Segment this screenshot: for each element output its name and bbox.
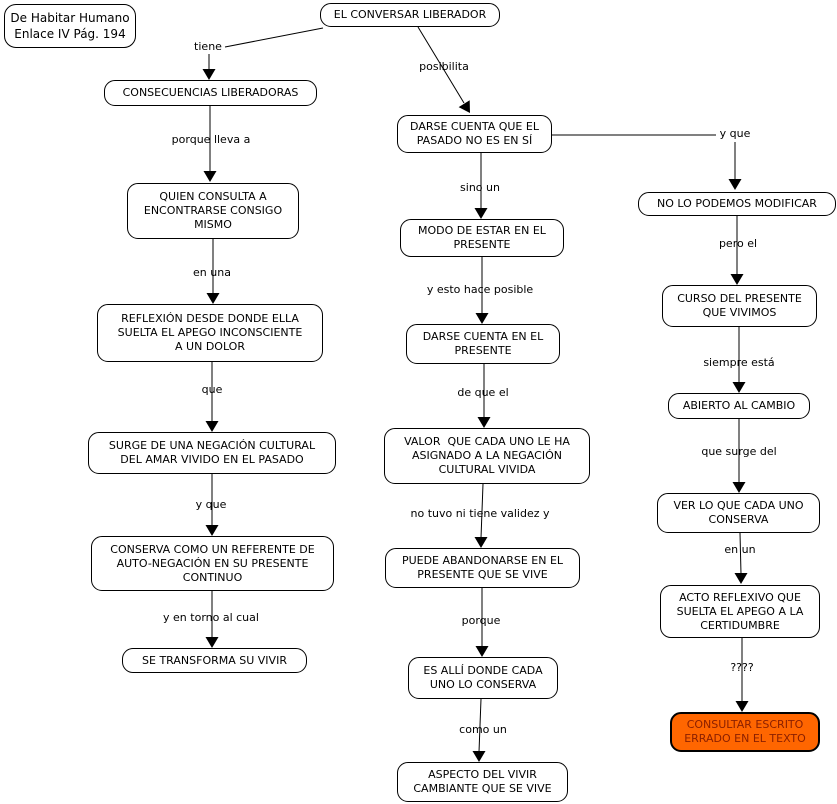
- node-curso-del-presente[interactable]: CURSO DEL PRESENTE QUE VIVIMOS: [662, 285, 817, 327]
- node-puede-abandonarse[interactable]: PUEDE ABANDONARSE EN EL PRESENTE QUE SE …: [385, 548, 580, 588]
- node-darse-cuenta-presente[interactable]: DARSE CUENTA EN EL PRESENTE: [406, 324, 560, 364]
- arrowhead-icon: [205, 637, 219, 648]
- link-label-en-un[interactable]: en un: [724, 543, 756, 556]
- node-modo-de-estar[interactable]: MODO DE ESTAR EN EL PRESENTE: [400, 219, 564, 257]
- link-label-porque-lleva-a[interactable]: porque lleva a: [171, 133, 251, 146]
- connector-line: [739, 532, 742, 575]
- arrowhead-icon: [732, 482, 746, 493]
- link-label-tiene[interactable]: tiene: [194, 40, 222, 53]
- node-no-lo-podemos-modificar[interactable]: NO LO PODEMOS MODIFICAR: [638, 192, 836, 216]
- arrowhead-icon: [205, 525, 219, 536]
- connector-line: [417, 26, 465, 104]
- link-label-y-que-derecha[interactable]: y que: [719, 127, 751, 140]
- node-quien-consulta[interactable]: QUIEN CONSULTA A ENCONTRARSE CONSIGO MIS…: [127, 183, 299, 239]
- link-label-siempre-esta[interactable]: siempre está: [703, 356, 775, 369]
- link-label-y-en-torno-al-cual[interactable]: y en torno al cual: [163, 611, 259, 624]
- link-label-sino-un[interactable]: sino un: [460, 181, 500, 194]
- node-surge-negacion-cultural[interactable]: SURGE DE UNA NEGACIÓN CULTURAL DEL AMAR …: [88, 432, 336, 474]
- connector-line: [480, 483, 484, 539]
- link-label-que-surge-del[interactable]: que surge del: [701, 445, 777, 458]
- link-label-posibilita[interactable]: posibilita: [419, 60, 469, 73]
- link-label-de-que-el[interactable]: de que el: [457, 386, 509, 399]
- arrowhead-icon: [474, 208, 488, 219]
- node-acto-reflexivo[interactable]: ACTO REFLEXIVO QUE SUELTA EL APEGO A LA …: [660, 585, 820, 638]
- node-reflexion-suelta-apego[interactable]: REFLEXIÓN DESDE DONDE ELLA SUELTA EL APE…: [97, 304, 323, 362]
- link-label-y-que-izquierda[interactable]: y que: [195, 498, 227, 511]
- node-conserva-referente[interactable]: CONSERVA COMO UN REFERENTE DE AUTO-NEGAC…: [91, 536, 334, 591]
- connector-line: [224, 27, 324, 48]
- link-label-y-esto-hace-posible[interactable]: y esto hace posible: [426, 283, 534, 296]
- arrowhead-icon: [202, 69, 216, 80]
- arrowhead-icon: [730, 274, 744, 285]
- node-ver-lo-que-conserva[interactable]: VER LO QUE CADA UNO CONSERVA: [657, 493, 820, 533]
- link-label-porque[interactable]: porque: [461, 614, 501, 627]
- connector-line: [478, 698, 482, 753]
- arrowhead-icon: [735, 701, 749, 712]
- arrowhead-icon: [203, 171, 217, 182]
- arrowhead-icon: [734, 573, 748, 584]
- arrowhead-icon: [458, 100, 470, 113]
- node-el-conversar-liberador[interactable]: EL CONVERSAR LIBERADOR: [320, 3, 500, 27]
- link-label-no-tuvo-validez[interactable]: no tuvo ni tiene validez y: [410, 507, 550, 520]
- arrowhead-icon: [474, 537, 488, 548]
- link-label-como-un[interactable]: como un: [459, 723, 507, 736]
- node-valor-asignado[interactable]: VALOR QUE CADA UNO LE HA ASIGNADO A LA N…: [384, 428, 590, 484]
- node-abierto-al-cambio[interactable]: ABIERTO AL CAMBIO: [668, 393, 810, 419]
- arrowhead-icon: [205, 421, 219, 432]
- node-darse-cuenta-pasado[interactable]: DARSE CUENTA QUE EL PASADO NO ES EN SÍ: [397, 115, 552, 153]
- arrowhead-icon: [472, 751, 486, 762]
- link-label-pero-el[interactable]: pero el: [718, 237, 758, 250]
- arrowhead-icon: [206, 293, 220, 304]
- arrowhead-icon: [475, 646, 489, 657]
- node-consecuencias-liberadoras[interactable]: CONSECUENCIAS LIBERADORAS: [104, 80, 317, 106]
- source-note: De Habitar Humano Enlace IV Pág. 194: [4, 4, 136, 48]
- node-se-transforma-su-vivir[interactable]: SE TRANSFORMA SU VIVIR: [122, 648, 307, 673]
- node-aspecto-del-vivir[interactable]: ASPECTO DEL VIVIR CAMBIANTE QUE SE VIVE: [397, 762, 568, 802]
- link-label-interrogantes[interactable]: ????: [730, 661, 754, 674]
- node-es-alli-donde[interactable]: ES ALLÍ DONDE CADA UNO LO CONSERVA: [408, 657, 558, 699]
- node-consultar-escrito-errado[interactable]: CONSULTAR ESCRITO ERRADO EN EL TEXTO: [670, 712, 820, 752]
- link-label-que[interactable]: que: [201, 383, 223, 396]
- arrowhead-icon: [475, 313, 489, 324]
- link-label-en-una[interactable]: en una: [193, 266, 231, 279]
- arrowhead-icon: [477, 417, 491, 428]
- arrowhead-icon: [732, 382, 746, 393]
- arrowhead-icon: [728, 179, 742, 190]
